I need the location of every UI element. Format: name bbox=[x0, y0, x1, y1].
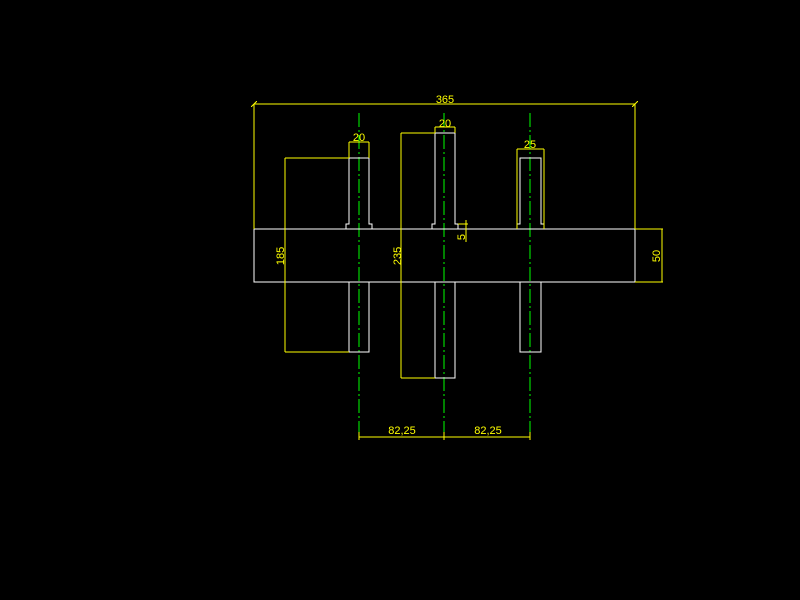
dim-shaft-3-width-text: 25 bbox=[524, 139, 536, 151]
dimension-shaft-2-width: 20 bbox=[434, 118, 456, 133]
dim-spacing-right-text: 82,25 bbox=[474, 425, 502, 437]
dimension-shaft-3-width: 25 bbox=[516, 139, 545, 229]
dim-shaft-1-width-text: 20 bbox=[353, 132, 365, 144]
shaft-1 bbox=[345, 157, 373, 353]
dimension-shaft-2-length: 235 bbox=[392, 132, 435, 379]
dim-shaft-2-length-text: 235 bbox=[392, 247, 404, 265]
dim-shaft-2-width-text: 20 bbox=[439, 118, 451, 130]
dim-shaft-1-length-text: 185 bbox=[275, 247, 287, 265]
dimension-hub-height: 50 bbox=[635, 228, 663, 283]
dim-shoulder-text: 5 bbox=[456, 234, 468, 240]
shaft-2 bbox=[431, 132, 459, 379]
dim-spacing-left-text: 82,25 bbox=[388, 425, 416, 437]
dimension-shaft-1-width: 20 bbox=[348, 132, 370, 158]
dimension-spacing: 82,25 82,25 bbox=[358, 425, 531, 440]
dimension-shoulder: 5 bbox=[456, 220, 468, 242]
dim-overall-width-text: 365 bbox=[436, 94, 454, 106]
dimension-shaft-1-length: 185 bbox=[275, 157, 349, 353]
dim-hub-height-text: 50 bbox=[651, 250, 663, 262]
dimension-overall-width: 365 bbox=[254, 94, 635, 229]
